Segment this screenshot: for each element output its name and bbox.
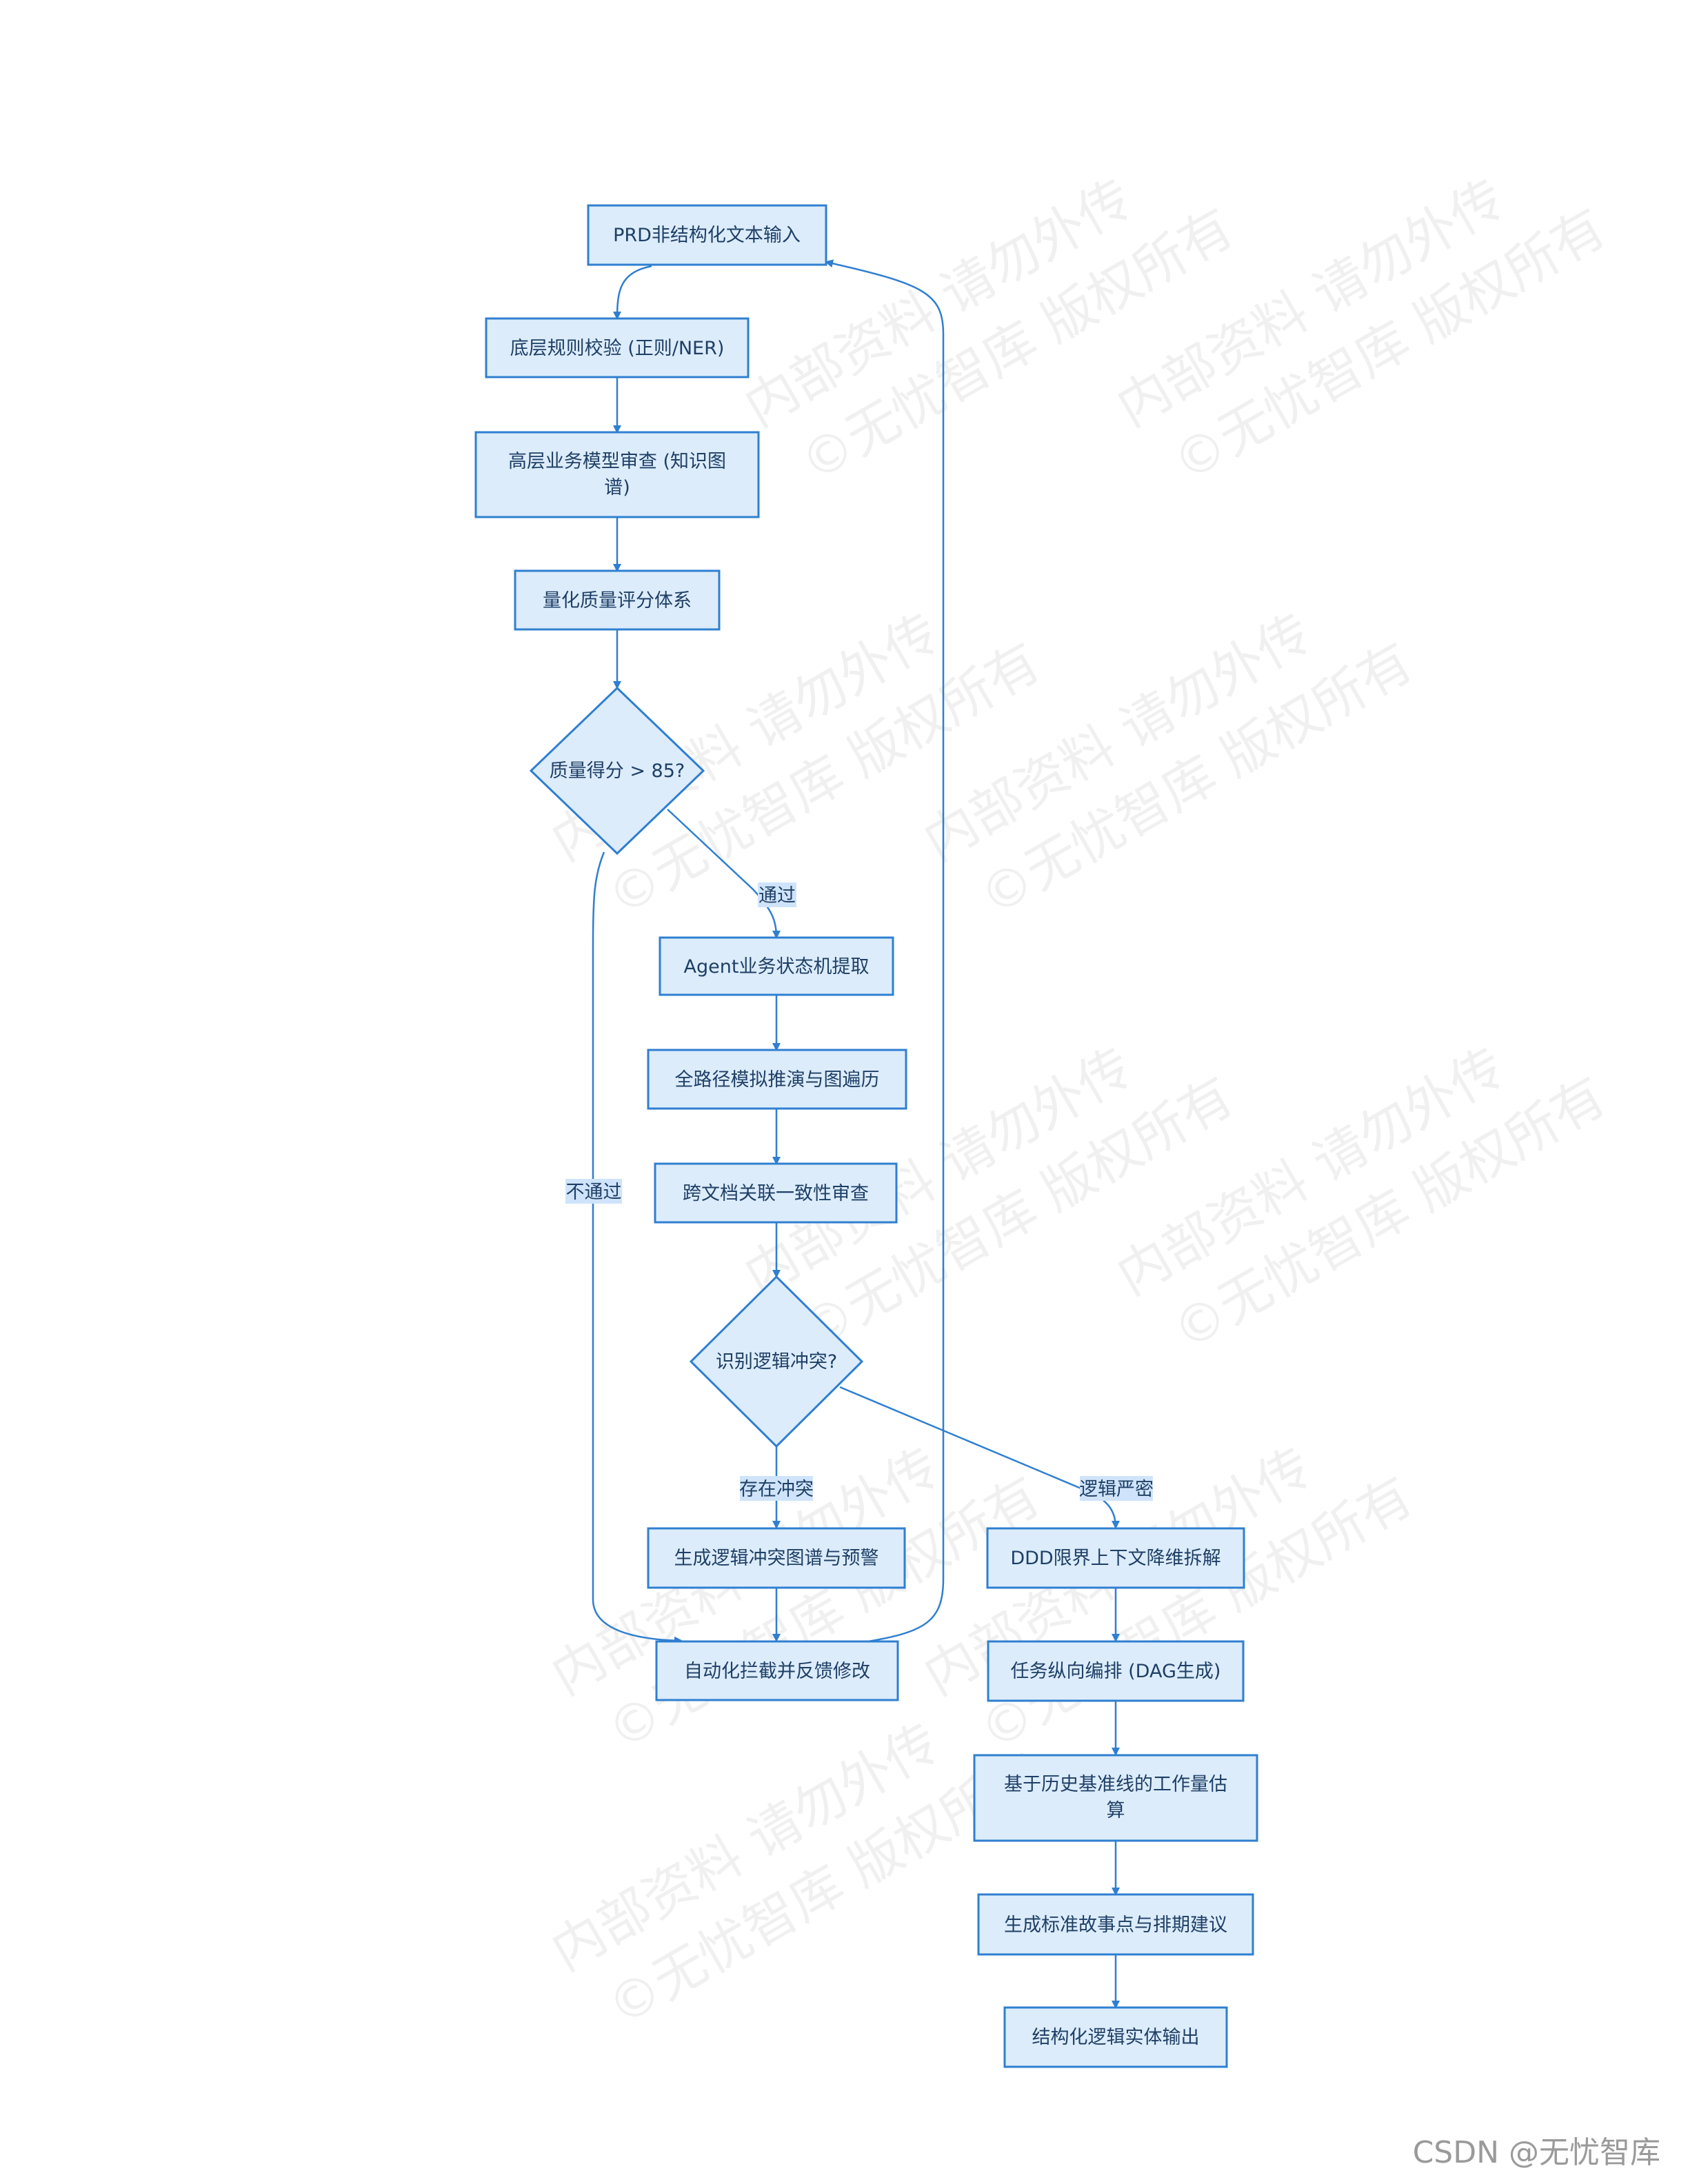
edge-label-fail: 不通过 [566, 1182, 622, 1203]
node-structured-output: 结构化逻辑实体输出 [1003, 2006, 1228, 2068]
node-label: 全路径模拟推演与图遍历 [675, 1069, 880, 1091]
edge-input-to-rule [613, 265, 652, 320]
node-box [655, 1640, 899, 1701]
edge-label-background [758, 882, 796, 907]
decision-diamond [529, 686, 705, 856]
node-label: DDD限界上下文降维拆解 [1010, 1548, 1220, 1569]
node-label: 任务纵向编排 (DAG生成) [1011, 1661, 1221, 1682]
node-estimate: 基于历史基准线的工作量估 算 [973, 1754, 1258, 1842]
node-box [514, 569, 721, 631]
node-box [587, 204, 827, 266]
nodes-layer: PRD非结构化文本输入 底层规则校验 (正则/NER) 高层业务模型审查 (知识… [474, 204, 1258, 2068]
node-conflict-graph: 生成逻辑冲突图谱与预警 [647, 1527, 906, 1589]
node-box [987, 1640, 1245, 1702]
node-box [986, 1527, 1245, 1589]
node-ddd-decompose: DDD限界上下文降维拆解 [986, 1527, 1245, 1589]
node-label-line2: 算 [1107, 1800, 1125, 1821]
node-label: 识别逻辑冲突? [716, 1351, 837, 1373]
node-quality-decision: 质量得分 > 85? [529, 686, 705, 856]
node-label: 跨文档关联一致性审查 [683, 1183, 869, 1204]
node-label-line2: 谱) [604, 477, 630, 498]
node-label: 生成标准故事点与排期建议 [1004, 1914, 1227, 1936]
node-consistency-review: 跨文档关联一致性审查 [654, 1162, 898, 1224]
node-box [474, 431, 760, 518]
edge-label-background [1080, 1476, 1153, 1501]
edge-label-conflict: 存在冲突 [739, 1479, 814, 1500]
node-label: 生成逻辑冲突图谱与预警 [674, 1548, 879, 1569]
node-box [977, 1893, 1254, 1956]
node-prd-input: PRD非结构化文本输入 [587, 204, 827, 266]
decision-diamond [689, 1275, 864, 1448]
node-path-simulation: 全路径模拟推演与图遍历 [647, 1049, 907, 1110]
edge-feedback-loop [825, 259, 945, 1646]
footer-credit: CSDN @无忧智库 [1412, 2135, 1660, 2170]
node-box [485, 317, 750, 378]
edge-label-rigorous: 逻辑严密 [1079, 1479, 1154, 1500]
node-label: 结构化逻辑实体输出 [1032, 2027, 1200, 2048]
edge-label-background [565, 1179, 622, 1204]
watermark-group: 内部资料 请勿外传 ©无忧智库 版权所有 [914, 601, 1423, 927]
edge-label-background [740, 1476, 813, 1501]
edge-pass [667, 809, 781, 939]
node-label: 自动化拦截并反馈修改 [684, 1661, 870, 1682]
node-model-review: 高层业务模型审查 (知识图 谱) [474, 431, 760, 518]
node-box [973, 1754, 1258, 1842]
node-label: Agent业务状态机提取 [684, 956, 870, 978]
node-dag-orchestration: 任务纵向编排 (DAG生成) [987, 1640, 1245, 1702]
node-box [647, 1527, 906, 1589]
edge-fail [592, 851, 683, 1645]
node-rule-check: 底层规则校验 (正则/NER) [485, 317, 750, 378]
watermark-group: 内部资料 请勿外传 ©无忧智库 版权所有 [1107, 167, 1616, 493]
node-box [1003, 2006, 1228, 2068]
node-box [654, 1162, 898, 1224]
node-conflict-decision: 识别逻辑冲突? [689, 1275, 864, 1448]
node-state-machine: Agent业务状态机提取 [659, 936, 894, 996]
edge-labels-layer: 通过 不通过 存在冲突 逻辑严密 [565, 882, 1154, 1501]
node-label: 质量得分 > 85? [550, 760, 685, 782]
node-label: 量化质量评分体系 [543, 590, 692, 611]
node-auto-block: 自动化拦截并反馈修改 [655, 1640, 899, 1701]
node-label-line1: 基于历史基准线的工作量估 [1004, 1774, 1227, 1795]
node-box [647, 1049, 907, 1110]
node-story-points: 生成标准故事点与排期建议 [977, 1893, 1254, 1956]
node-quality-scoring: 量化质量评分体系 [514, 569, 721, 631]
node-label: 底层规则校验 (正则/NER) [510, 338, 725, 359]
node-box [659, 936, 894, 996]
edge-label-pass: 通过 [758, 885, 796, 907]
node-label: PRD非结构化文本输入 [613, 225, 801, 246]
watermark-group: 内部资料 请勿外传 ©无忧智库 版权所有 [1107, 1035, 1616, 1362]
node-label-line1: 高层业务模型审查 (知识图 [508, 451, 726, 472]
